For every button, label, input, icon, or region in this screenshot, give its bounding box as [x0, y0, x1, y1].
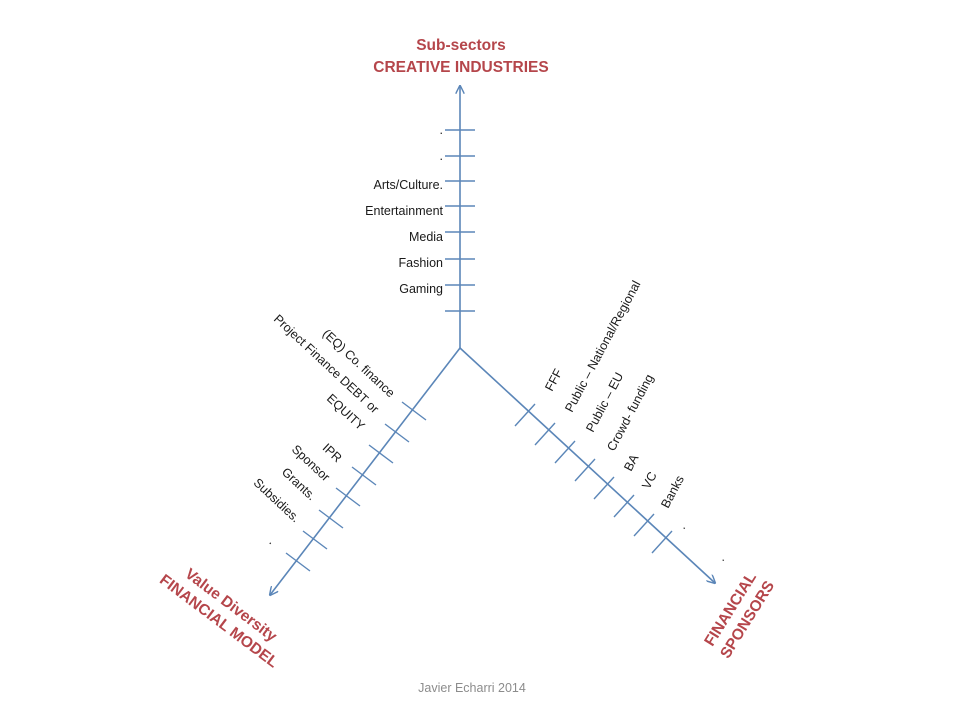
top-label: .: [440, 123, 443, 137]
right-tick: [534, 422, 556, 446]
left-tick: [368, 444, 394, 464]
right-label: FFF: [542, 366, 565, 393]
top-label: .: [440, 149, 443, 163]
left-axis-line: [270, 347, 461, 595]
left-axis-labels: (EQ) Co. finance Project Finance DEBT or…: [251, 312, 398, 547]
top-label: Arts/Culture.: [374, 178, 443, 192]
right-tick: [554, 440, 576, 464]
top-label: Fashion: [399, 256, 444, 270]
top-label: Entertainment: [365, 204, 443, 218]
left-tick: [318, 509, 344, 529]
left-tick: [335, 487, 361, 507]
right-label: .: [713, 554, 727, 564]
left-tick: [401, 401, 427, 421]
right-axis-title: FINANCIAL SPONSORS: [701, 569, 778, 661]
left-label: .: [266, 535, 278, 548]
top-axis-labels: . . Arts/Culture. Entertainment Media Fa…: [365, 123, 443, 296]
top-axis-ticks: [445, 129, 475, 312]
top-label: Media: [409, 230, 443, 244]
right-tick: [574, 458, 596, 482]
right-tick: [633, 513, 655, 537]
left-axis-ticks: [285, 401, 427, 572]
left-tick: [384, 423, 410, 443]
right-tick: [514, 403, 536, 427]
right-tick: [651, 530, 673, 554]
left-tick: [351, 466, 377, 486]
right-axis-labels: FFF Public – National/Regional Public – …: [542, 278, 727, 563]
top-axis-title-line2: CREATIVE INDUSTRIES: [373, 59, 548, 76]
right-label: VC: [639, 469, 660, 491]
left-label: IPR: [320, 441, 345, 465]
top-axis-title-line1: Sub-sectors: [416, 37, 506, 54]
right-axis-ticks: [514, 403, 673, 554]
top-label: Gaming: [399, 282, 443, 296]
credit: Javier Echarri 2014: [418, 681, 526, 695]
left-tick: [285, 552, 311, 572]
right-tick: [613, 494, 635, 518]
right-label: BA: [621, 452, 642, 474]
left-axis-title: Value Diversity FINANCIAL MODEL: [156, 565, 281, 671]
right-tick: [593, 476, 615, 500]
right-axis-line: [459, 347, 715, 583]
right-label: Banks: [658, 473, 687, 510]
right-label: .: [674, 522, 688, 532]
left-tick: [302, 530, 328, 550]
